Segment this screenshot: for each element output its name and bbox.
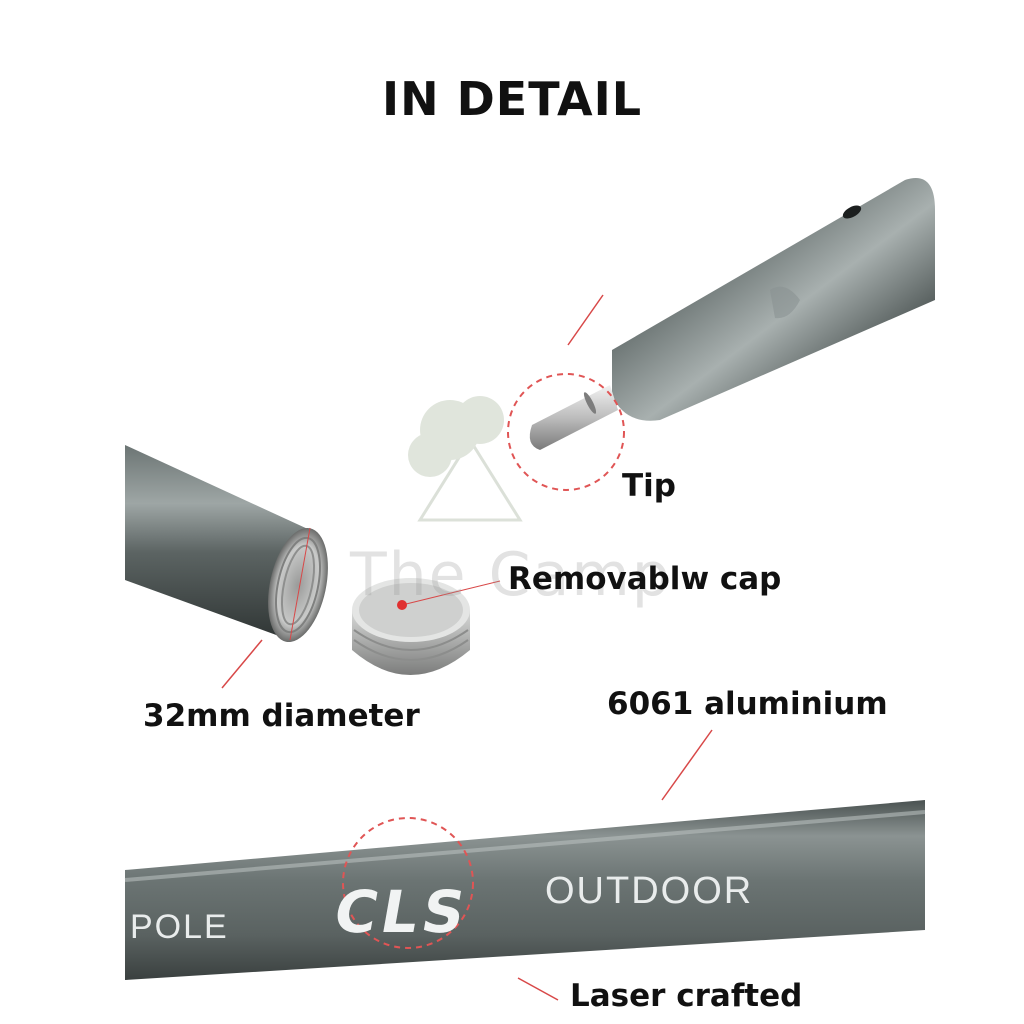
alu-pointer-line <box>661 729 713 801</box>
tip-highlight-circle <box>507 373 625 491</box>
left-pole <box>125 445 328 643</box>
tree-tent-icon <box>408 396 523 522</box>
tip-pointer-line <box>567 294 604 346</box>
laser-label: Laser crafted <box>570 978 803 1014</box>
laser-highlight-circle <box>342 817 474 949</box>
engraving-pole-text: POLE <box>130 908 229 946</box>
laser-pointer-line <box>517 977 559 1001</box>
cap-label: Removablw cap <box>508 561 782 597</box>
engraving-outdoor-text: OUTDOOR <box>545 870 754 912</box>
page-title: IN DETAIL <box>381 72 643 126</box>
upper-pole <box>529 178 935 450</box>
diameter-edge-line <box>289 527 311 641</box>
diam-pointer-line <box>221 639 263 689</box>
bottom-pole <box>124 800 926 980</box>
tip-label: Tip <box>622 468 676 504</box>
aluminium-label: 6061 aluminium <box>607 686 888 722</box>
cap-pointer-line <box>401 580 501 606</box>
cap-pointer-dot <box>397 600 407 610</box>
watermark-text: The Camp <box>350 540 672 610</box>
engraving-logo: CLS <box>329 878 475 946</box>
removable-cap <box>352 578 470 675</box>
diameter-label: 32mm diameter <box>143 698 420 734</box>
